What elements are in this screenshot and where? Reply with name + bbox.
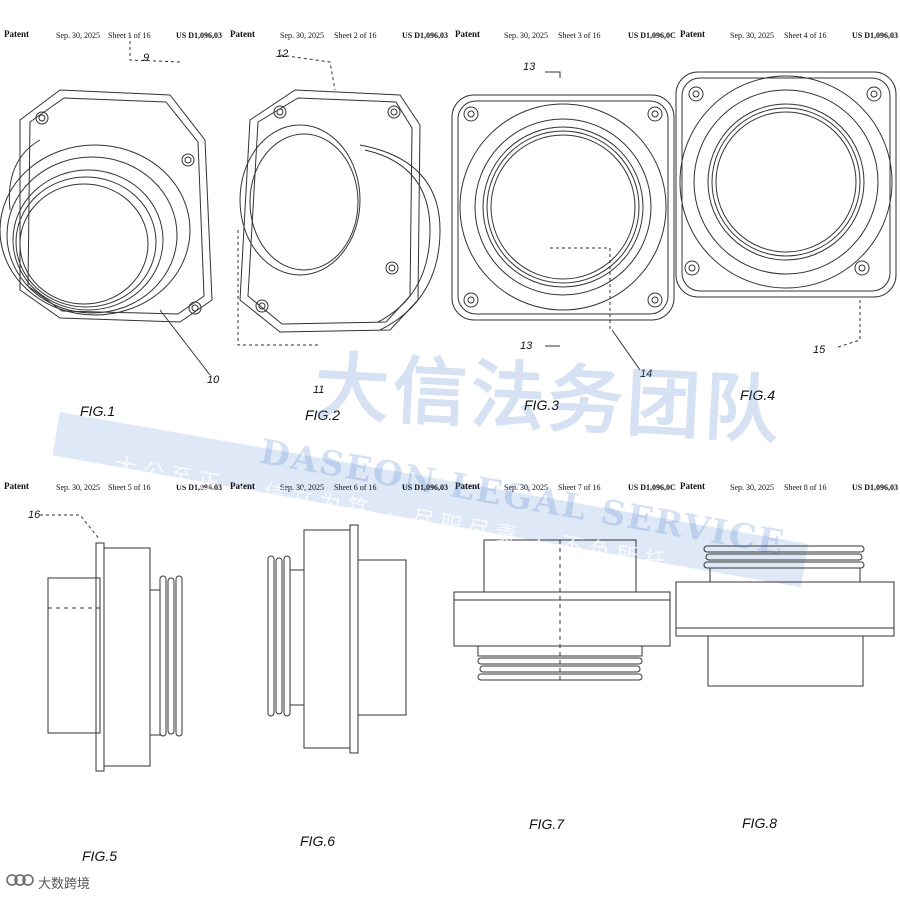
sheet3-patent: Patent	[455, 29, 480, 39]
sheet6-date: Sep. 30, 2025	[280, 483, 324, 492]
corner-logo: 大数跨境	[4, 872, 90, 892]
fig1-caption: FIG.1	[80, 403, 116, 419]
ref-9: 9	[143, 52, 150, 64]
sheet1-patent: Patent	[4, 29, 29, 39]
sheet2-patent-no: US D1,096,03	[402, 31, 449, 40]
ref-15: 15	[813, 344, 826, 356]
sheet4-patent: Patent	[680, 29, 705, 39]
sheet2-date: Sep. 30, 2025	[280, 31, 324, 40]
fig6-drawing	[267, 524, 407, 754]
ref-14: 14	[640, 368, 653, 380]
chain-icon	[4, 872, 34, 892]
sheet4-number: Sheet 4 of 16	[784, 31, 827, 40]
fig6-caption: FIG.6	[300, 833, 336, 849]
fig4-drawing	[675, 71, 897, 349]
sheet8-patent: Patent	[680, 481, 705, 491]
sheet7-patent-no: US D1,096,0C	[628, 483, 676, 492]
sheet8-date: Sep. 30, 2025	[730, 483, 774, 492]
ref-11: 11	[313, 384, 325, 396]
fig4-caption: FIG.4	[740, 387, 776, 403]
sheet2-number: Sheet 2 of 16	[334, 31, 377, 40]
fig8-caption: FIG.8	[742, 815, 778, 831]
ref-12: 12	[276, 48, 289, 60]
sheet1-number: Sheet 1 of 16	[108, 31, 151, 40]
sheet7-date: Sep. 30, 2025	[504, 483, 548, 492]
sheet5-patent-no: US D1,096,03	[176, 483, 223, 492]
sheet7-patent: Patent	[455, 481, 480, 491]
sheet3-date: Sep. 30, 2025	[504, 31, 548, 40]
sheet6-number: Sheet 6 of 16	[334, 483, 377, 492]
sheet8-patent-no: US D1,096,03	[852, 483, 899, 492]
sheet5-patent: Patent	[4, 481, 29, 491]
fig7-drawing	[453, 539, 671, 681]
sheet1-date: Sep. 30, 2025	[56, 31, 100, 40]
sheet5-date: Sep. 30, 2025	[56, 483, 100, 492]
sheet3-patent-no: US D1,096,0C	[628, 31, 676, 40]
fig7-caption: FIG.7	[529, 816, 565, 832]
ref-10: 10	[207, 374, 220, 386]
ref-13-bottom: 13	[520, 340, 533, 352]
sheet8-number: Sheet 8 of 16	[784, 483, 827, 492]
sheet6-patent: Patent	[230, 481, 255, 491]
fig5-caption: FIG.5	[82, 848, 118, 864]
fig8-drawing	[675, 545, 895, 687]
fig2-caption: FIG.2	[305, 407, 341, 423]
sheet1-patent-no: US D1,096,03	[176, 31, 223, 40]
sheet4-date: Sep. 30, 2025	[730, 31, 774, 40]
fig3-caption: FIG.3	[524, 397, 560, 413]
sheet7-number: Sheet 7 of 16	[558, 483, 601, 492]
fig5-drawing	[40, 514, 183, 772]
fig2-drawing	[237, 54, 441, 346]
sheet6-patent-no: US D1,096,03	[402, 483, 449, 492]
sheet2-patent: Patent	[230, 29, 255, 39]
corner-logo-text: 大数跨境	[38, 876, 91, 892]
sheet3-number: Sheet 3 of 16	[558, 31, 601, 40]
fig1-drawing	[0, 35, 213, 376]
sheet4-patent-no: US D1,096,03	[852, 31, 899, 40]
sheet5-number: Sheet 5 of 16	[108, 483, 151, 492]
fig3-drawing	[451, 71, 675, 371]
ref-16: 16	[28, 509, 41, 521]
ref-13-top: 13	[523, 61, 536, 73]
